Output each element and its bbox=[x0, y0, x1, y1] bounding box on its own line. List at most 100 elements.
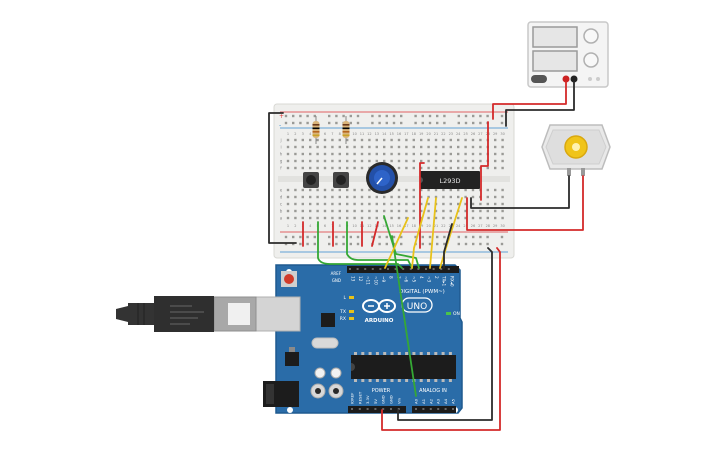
breadboard-hole[interactable] bbox=[331, 138, 334, 142]
breadboard-hole[interactable] bbox=[442, 209, 445, 213]
rail-hole[interactable] bbox=[414, 121, 417, 125]
breadboard-hole[interactable] bbox=[442, 159, 445, 163]
breadboard-hole[interactable] bbox=[323, 188, 327, 192]
breadboard-hole[interactable] bbox=[420, 145, 423, 149]
digital-pin-socket[interactable] bbox=[425, 268, 427, 270]
breadboard-hole[interactable] bbox=[368, 138, 371, 142]
analog-header[interactable] bbox=[412, 406, 456, 413]
rail-hole[interactable] bbox=[284, 235, 288, 239]
breadboard-hole[interactable] bbox=[479, 159, 482, 163]
breadboard-hole[interactable] bbox=[464, 166, 467, 170]
breadboard-hole[interactable] bbox=[434, 159, 438, 163]
breadboard-hole[interactable] bbox=[346, 216, 349, 220]
breadboard-hole[interactable] bbox=[479, 216, 482, 220]
breadboard-hole[interactable] bbox=[449, 216, 452, 220]
breadboard-hole[interactable] bbox=[449, 152, 452, 156]
breadboard-hole[interactable] bbox=[331, 188, 334, 192]
rail-hole[interactable] bbox=[342, 114, 345, 118]
breadboard-hole[interactable] bbox=[353, 138, 356, 142]
reset-button[interactable] bbox=[281, 271, 297, 287]
breadboard-hole[interactable] bbox=[405, 138, 408, 142]
black-wire[interactable] bbox=[470, 175, 570, 209]
breadboard-hole[interactable] bbox=[323, 202, 327, 206]
breadboard-hole[interactable] bbox=[383, 202, 386, 206]
breadboard-hole[interactable] bbox=[405, 216, 408, 220]
yellow-wire[interactable] bbox=[411, 197, 429, 269]
breadboard-hole[interactable] bbox=[501, 216, 504, 220]
breadboard-hole[interactable] bbox=[286, 209, 290, 213]
rail-hole[interactable] bbox=[356, 242, 360, 246]
breadboard-hole[interactable] bbox=[449, 159, 452, 163]
rail-hole[interactable] bbox=[472, 121, 475, 125]
breadboard-hole[interactable] bbox=[353, 188, 356, 192]
breadboard-hole[interactable] bbox=[471, 216, 475, 220]
red-wire[interactable] bbox=[371, 221, 379, 247]
breadboard-hole[interactable] bbox=[360, 202, 364, 206]
breadboard-hole[interactable] bbox=[397, 195, 401, 199]
breadboard-hole[interactable] bbox=[486, 195, 489, 199]
breadboard-hole[interactable] bbox=[420, 166, 423, 170]
breadboard-hole[interactable] bbox=[494, 209, 497, 213]
rail-hole[interactable] bbox=[385, 121, 388, 125]
breadboard-hole[interactable] bbox=[286, 216, 290, 220]
breadboard-hole[interactable] bbox=[494, 145, 497, 149]
breadboard-hole[interactable] bbox=[353, 159, 356, 163]
rail-hole[interactable] bbox=[306, 121, 309, 125]
digital-pin-socket[interactable] bbox=[371, 268, 374, 270]
breadboard-hole[interactable] bbox=[390, 159, 393, 163]
breadboard-hole[interactable] bbox=[501, 209, 504, 213]
breadboard-hole[interactable] bbox=[346, 188, 349, 192]
red-wire[interactable] bbox=[480, 121, 489, 201]
breadboard-hole[interactable] bbox=[427, 209, 430, 213]
breadboard-hole[interactable] bbox=[457, 216, 460, 220]
breadboard-hole[interactable] bbox=[383, 209, 386, 213]
rail-hole[interactable] bbox=[392, 114, 396, 118]
breadboard-hole[interactable] bbox=[442, 195, 445, 199]
breadboard-hole[interactable] bbox=[309, 188, 312, 192]
l293d-chip[interactable]: L293D bbox=[420, 171, 480, 189]
breadboard-hole[interactable] bbox=[309, 166, 312, 170]
breadboard-hole[interactable] bbox=[501, 159, 504, 163]
rail-hole[interactable] bbox=[299, 242, 302, 246]
breadboard-hole[interactable] bbox=[331, 152, 334, 156]
breadboard-hole[interactable] bbox=[494, 216, 497, 220]
breadboard-hole[interactable] bbox=[449, 166, 452, 170]
breadboard-hole[interactable] bbox=[471, 152, 475, 156]
breadboard-hole[interactable] bbox=[501, 195, 504, 199]
rail-hole[interactable] bbox=[328, 114, 331, 118]
negative-terminal[interactable] bbox=[570, 75, 578, 83]
breadboard-hole[interactable] bbox=[368, 209, 371, 213]
breadboard-hole[interactable] bbox=[464, 216, 467, 220]
breadboard-hole[interactable] bbox=[346, 152, 349, 156]
breadboard-hole[interactable] bbox=[405, 195, 408, 199]
breadboard-hole[interactable] bbox=[301, 159, 304, 163]
digital-pin-socket[interactable] bbox=[447, 268, 450, 270]
rail-hole[interactable] bbox=[371, 114, 374, 118]
analog-pin-socket[interactable] bbox=[444, 408, 447, 410]
breadboard-hole[interactable] bbox=[338, 216, 341, 220]
breadboard-hole[interactable] bbox=[323, 195, 327, 199]
rail-hole[interactable] bbox=[443, 121, 446, 125]
breadboard-hole[interactable] bbox=[501, 202, 504, 206]
digital-pin-socket[interactable] bbox=[387, 268, 389, 270]
breadboard-hole[interactable] bbox=[301, 145, 304, 149]
rail-hole[interactable] bbox=[436, 121, 439, 125]
breadboard-hole[interactable] bbox=[464, 152, 467, 156]
rail-hole[interactable] bbox=[414, 114, 417, 118]
breadboard-hole[interactable] bbox=[323, 138, 327, 142]
dc-motor-icon[interactable] bbox=[541, 124, 611, 176]
rail-hole[interactable] bbox=[284, 242, 288, 246]
breadboard-hole[interactable] bbox=[301, 138, 304, 142]
breadboard-hole[interactable] bbox=[294, 216, 297, 220]
breadboard-hole[interactable] bbox=[397, 166, 401, 170]
breadboard-hole[interactable] bbox=[420, 188, 423, 192]
rail-hole[interactable] bbox=[479, 235, 482, 239]
breadboard-hole[interactable] bbox=[434, 216, 438, 220]
black-wire[interactable] bbox=[268, 112, 297, 244]
breadboard-hole[interactable] bbox=[286, 188, 290, 192]
potentiometer-icon[interactable] bbox=[366, 162, 398, 194]
breadboard-hole[interactable] bbox=[420, 209, 423, 213]
yellow-wire[interactable] bbox=[429, 197, 437, 269]
rail-hole[interactable] bbox=[349, 114, 352, 118]
analog-pin-socket[interactable] bbox=[422, 408, 425, 410]
